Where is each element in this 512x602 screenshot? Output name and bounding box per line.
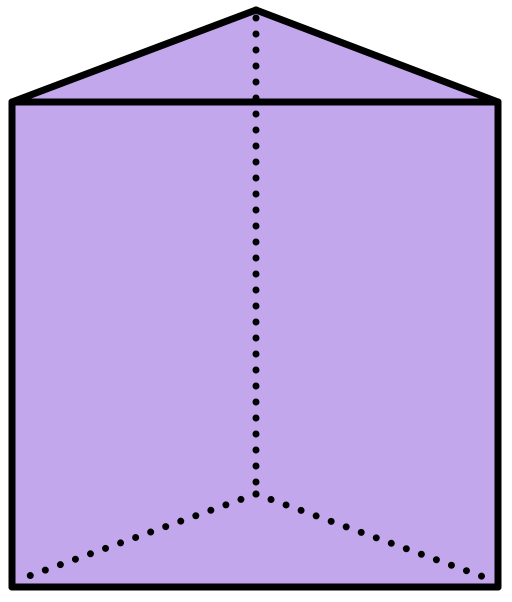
visible-edges	[8, 6, 502, 591]
top-left-edge	[8, 6, 260, 106]
prism-top-face	[12, 10, 498, 102]
hidden-bottom-right-edge	[252, 490, 496, 584]
prism-front-face	[12, 102, 498, 587]
hidden-edges	[14, 14, 496, 584]
top-right-edge	[252, 6, 502, 106]
hidden-bottom-left-edge	[14, 490, 260, 584]
